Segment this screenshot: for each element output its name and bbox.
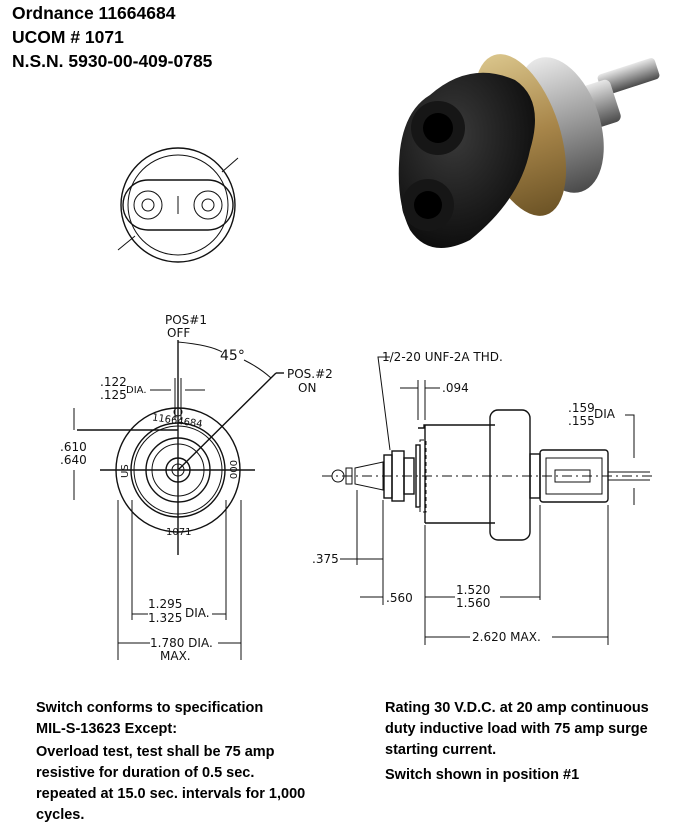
pos2-state: ON [298, 381, 316, 395]
ucom-number: UCOM # 1071 [12, 27, 124, 47]
pin-dia-suffix: DIA [594, 407, 616, 421]
offset-min: .610 [60, 440, 87, 454]
specification-notes: Switch conforms to specification MIL-S-1… [36, 698, 366, 826]
rating-notes: Rating 30 V.D.C. at 20 amp continuous du… [385, 698, 695, 786]
stud-length: .375 [312, 552, 339, 566]
inner-dia-min: 1.295 [148, 597, 182, 611]
pos1-state: OFF [167, 326, 190, 340]
front-view-drawing: POS#1 OFF 45° POS.#2 ON .122 .125 DIA. .… [60, 313, 333, 663]
flange-label: .094 [442, 381, 469, 395]
note-line: Switch conforms to specification [36, 700, 264, 716]
angle-label: 45° [220, 348, 245, 364]
note-line: Switch shown in position #1 [385, 767, 580, 783]
pos1-label: POS#1 [165, 313, 207, 327]
overall-length: 2.620 MAX. [472, 630, 541, 644]
hole-dia-suffix: DIA. [126, 385, 147, 396]
body-length-max: 1.560 [456, 596, 490, 610]
note-line: duty inductive load with 75 amp surge [385, 721, 648, 737]
note-line: Rating 30 V.D.C. at 20 amp continuous [385, 700, 649, 716]
nsn-number: N.S.N. 5930-00-409-0785 [12, 51, 213, 71]
marking-right: 000 [227, 460, 238, 479]
body-length-min: 1.520 [456, 583, 490, 597]
outer-dia: 1.780 DIA. [150, 636, 213, 650]
note-line: MIL-S-13623 Except: [36, 721, 178, 737]
pos2-label: POS.#2 [287, 367, 333, 381]
note-line: cycles. [36, 807, 85, 823]
note-line: Overload test, test shall be 75 amp [36, 744, 275, 760]
outer-dia-max: MAX. [160, 649, 191, 663]
inner-dia-suffix: DIA. [185, 606, 210, 620]
inner-dia-max: 1.325 [148, 611, 182, 625]
hole-dia-max: .125 [100, 388, 127, 402]
side-view-drawing: 1/2-20 UNF-2A THD. .094 .159 .155 DIA .3… [312, 350, 652, 645]
pin-dia-max: .159 [568, 401, 595, 415]
note-line: repeated at 15.0 sec. intervals for 1,00… [36, 786, 306, 802]
marking-bottom: 1071 [166, 527, 191, 538]
note-line: starting current. [385, 742, 497, 758]
hole-dia-min: .122 [100, 375, 127, 389]
thread-label: 1/2-20 UNF-2A THD. [382, 350, 503, 364]
bushing-length: .560 [386, 591, 413, 605]
end-view-drawing [117, 147, 239, 263]
ordnance-number: Ordnance 11664684 [12, 3, 176, 23]
marking-left: US [120, 464, 131, 478]
offset-max: .640 [60, 453, 87, 467]
note-line: resistive for duration of 0.5 sec. [36, 765, 255, 781]
pin-dia-min: .155 [568, 414, 595, 428]
